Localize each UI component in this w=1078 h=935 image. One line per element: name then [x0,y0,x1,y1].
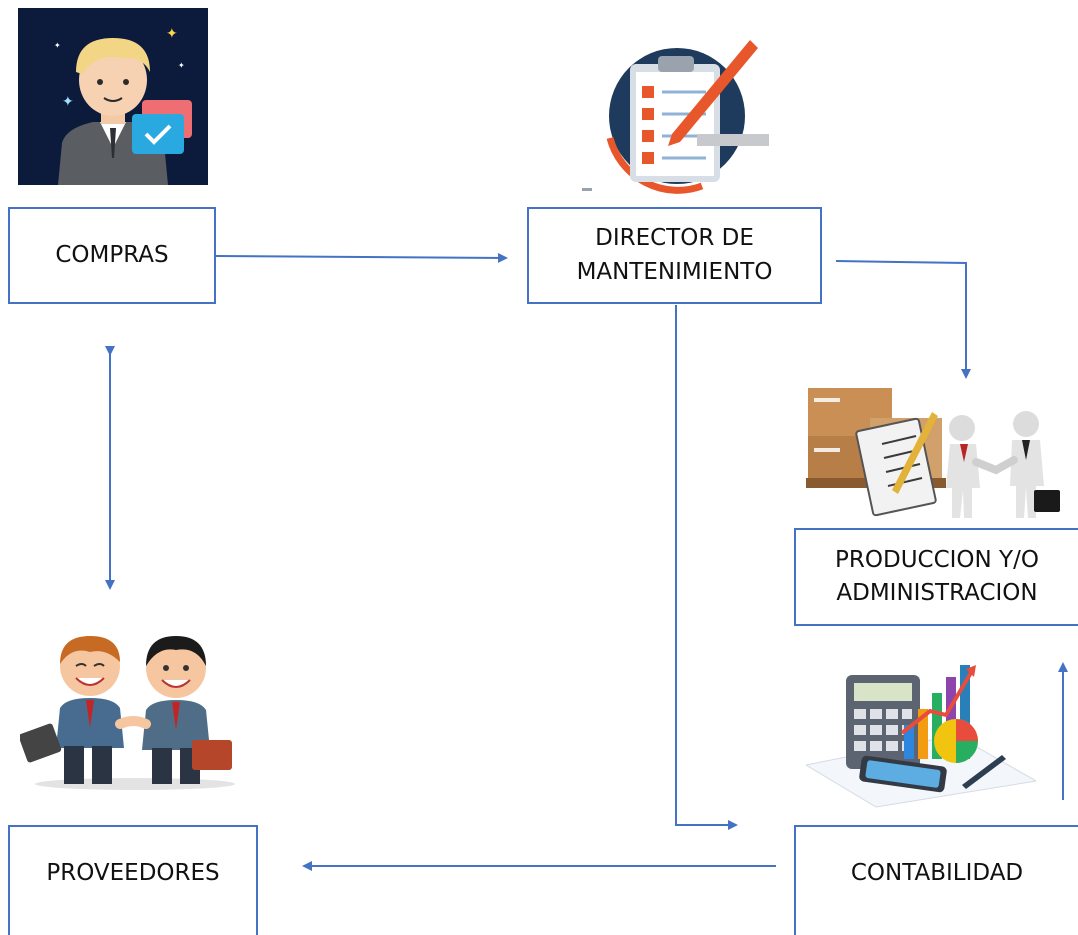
node-director-line1: DIRECTOR DE [595,225,754,252]
business-handshake-icon [20,636,235,790]
calculator-charts-icon [806,665,1036,808]
node-produccion-line1: PRODUCCION Y/O [835,546,1039,573]
clipboard-checklist-icon [582,40,769,194]
node-director-line2: MANTENIMIENTO [576,258,773,285]
svg-text:✦: ✦ [54,41,61,50]
arrow-compras-to-director [215,252,508,263]
node-compras[interactable]: COMPRAS [8,207,216,304]
buyer-avatar-icon: ✦ ✦ ✦ ✦ [18,8,208,185]
node-proveedores-label: PROVEEDORES [46,860,220,887]
boxes-handshake-icon [806,388,1060,518]
node-contabilidad[interactable]: CONTABILIDAD [794,825,1078,935]
arrow-director-to-contabilidad [675,305,738,830]
node-produccion-administracion[interactable]: PRODUCCION Y/O ADMINISTRACION [794,528,1078,626]
svg-text:✦: ✦ [178,61,185,70]
node-produccion-line2: ADMINISTRACION [836,580,1038,606]
svg-text:✦: ✦ [166,26,178,42]
arrow-director-to-produccion [835,260,971,379]
node-director-de-mantenimiento[interactable]: DIRECTOR DE MANTENIMIENTO [527,207,822,304]
node-compras-label: COMPRAS [55,241,169,268]
node-proveedores[interactable]: PROVEEDORES [8,825,258,935]
node-contabilidad-label: CONTABILIDAD [850,860,1024,887]
svg-text:✦: ✦ [62,94,74,110]
